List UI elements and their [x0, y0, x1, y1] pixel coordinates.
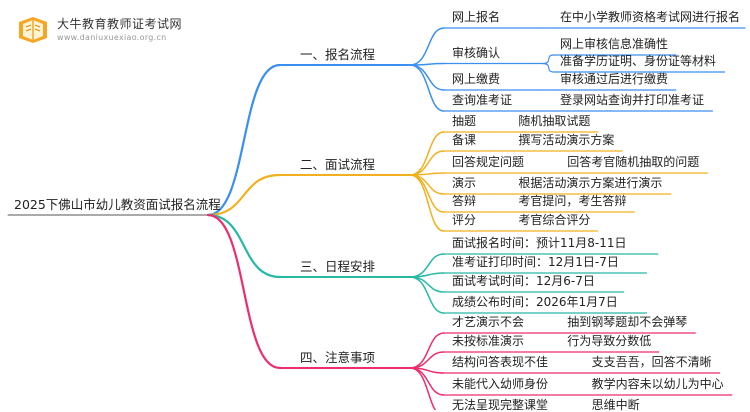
branch-connector	[206, 213, 282, 279]
item-connector	[409, 64, 445, 112]
branch-connector	[206, 63, 282, 217]
item-label: 备课	[452, 133, 477, 147]
detail-label: 考官提问，考生答辩	[518, 194, 627, 208]
detail-label: 行为导致分数低	[567, 334, 652, 348]
item-label: 网上报名	[452, 10, 501, 24]
detail-connector	[541, 62, 555, 73]
item-label: 回答规定问题	[452, 155, 525, 169]
item-connector	[409, 272, 445, 278]
detail-label: 根据活动演示方案进行演示	[518, 176, 663, 190]
detail-label: 在中小学教师资格考试网进行报名	[560, 10, 741, 24]
detail-label: 回答考官随机抽取的问题	[567, 155, 700, 169]
detail-label: 支支吾吾，回答不清晰	[591, 355, 712, 369]
item-label: 未按标准演示	[452, 334, 525, 348]
item-label: 才艺演示不会	[452, 315, 525, 329]
item-connector	[409, 332, 445, 369]
root-topic: 2025下佛山市幼儿教资面试报名流程	[14, 197, 221, 212]
item-label: 审核确认	[452, 45, 501, 60]
logo-subtitle: www.daniuxuexiao.org.cn	[57, 33, 167, 42]
item-label: 查询准考证	[452, 93, 513, 107]
detail-label: 登录网站查询并打印准考证	[560, 93, 705, 107]
item-connector	[409, 276, 445, 314]
item-label: 评分	[452, 213, 477, 227]
item-label: 未能代入幼师身份	[452, 377, 549, 391]
item-label: 面试报名时间：预计11月8-11日	[452, 236, 627, 250]
detail-label: 考官综合评分	[518, 213, 591, 227]
detail-label: 思维中断	[591, 398, 640, 412]
detail-label: 审核通过后进行缴费	[560, 72, 669, 86]
item-connector	[409, 367, 437, 410]
branch-label: 三、日程安排	[300, 259, 376, 274]
detail-connector	[541, 54, 555, 65]
detail-label: 网上审核信息准确性	[560, 37, 669, 51]
item-label: 演示	[452, 176, 477, 190]
item-label: 准考证打印时间：12月1日-7日	[452, 255, 619, 269]
item-label: 无法呈现完整课堂	[452, 398, 549, 412]
branch-connector	[206, 213, 282, 370]
item-label: 网上缴费	[452, 72, 501, 86]
book-icon	[19, 17, 47, 43]
item-label: 面试考试时间：12月6-7日	[452, 274, 595, 288]
item-connector	[409, 131, 445, 176]
item-label: 成绩公布时间：2026年1月7日	[452, 295, 618, 309]
detail-label: 撰写活动演示方案	[518, 133, 615, 147]
branch-label: 二、面试流程	[300, 157, 376, 172]
item-label: 答辩	[452, 194, 477, 208]
item-connector	[409, 276, 445, 293]
item-label: 结构问答表现不佳	[452, 355, 549, 369]
item-label: 抽题	[452, 114, 477, 128]
detail-label: 随机抽取试题	[518, 114, 591, 128]
logo-title: 大牛教育教师证考试网	[57, 17, 183, 31]
branch-label: 四、注意事项	[300, 350, 376, 365]
detail-label: 准备学历证明、身份证等材料	[560, 54, 717, 68]
detail-label: 抽到钢琴题却不会弹琴	[567, 315, 688, 329]
branch-label: 一、报名流程	[300, 47, 376, 62]
item-connector	[409, 174, 445, 232]
item-connector	[409, 27, 445, 66]
site-logo: 大牛教育教师证考试网 www.daniuxuexiao.org.cn	[15, 14, 205, 46]
branch-connector	[206, 173, 282, 217]
detail-label: 教学内容未以幼儿为中心	[591, 377, 724, 391]
